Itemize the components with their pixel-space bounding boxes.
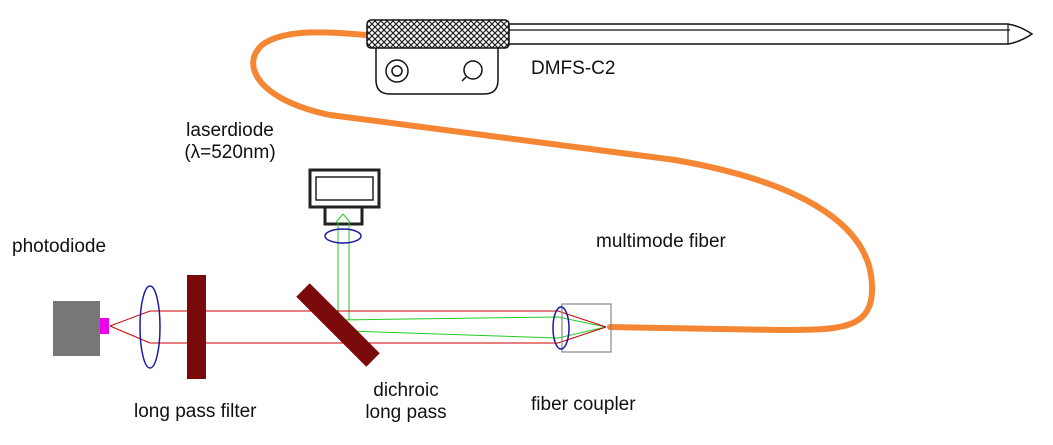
laser-label-line1: laserdiode [186, 120, 274, 141]
knurled-handle [366, 19, 510, 49]
multimode-fiber-label: multimode fiber [596, 231, 726, 252]
laser-aperture [323, 205, 364, 226]
laser-collimation-lens [324, 228, 362, 244]
rotation-knob-icon [461, 60, 483, 82]
mount-hole-inner [391, 65, 403, 77]
dichroic-mirror [296, 283, 380, 367]
long-pass-filter-label: long pass filter [134, 401, 257, 422]
fiber-coupler-label: fiber coupler [531, 394, 636, 415]
photodiode-window [100, 318, 109, 334]
device-base-plate [375, 48, 499, 95]
multimode-fiber [250, 29, 876, 334]
laser-housing-inner [315, 176, 374, 201]
photodiode-body [53, 301, 100, 356]
long-pass-filter [187, 275, 206, 379]
dmfs-c2-device [366, 19, 1034, 95]
mount-hole-outer [385, 59, 409, 83]
laser-diode [308, 168, 381, 226]
probe-shaft [508, 23, 1034, 45]
coupler-lens [552, 306, 570, 350]
device-label: DMFS-C2 [531, 58, 616, 79]
dichroic-label-line1: dichroic [373, 380, 439, 401]
photodiode-label: photodiode [12, 236, 107, 257]
fiber-coupler-housing [561, 303, 612, 353]
dichroic-label-line2: long pass [365, 402, 447, 423]
green-beam [335, 213, 607, 339]
photodiode-lens [139, 285, 161, 369]
dichroic-label: dichroic long pass [346, 380, 466, 424]
laser-label-line2: (λ=520nm) [184, 142, 276, 163]
laser-diode-label: laserdiode (λ=520nm) [160, 120, 300, 164]
